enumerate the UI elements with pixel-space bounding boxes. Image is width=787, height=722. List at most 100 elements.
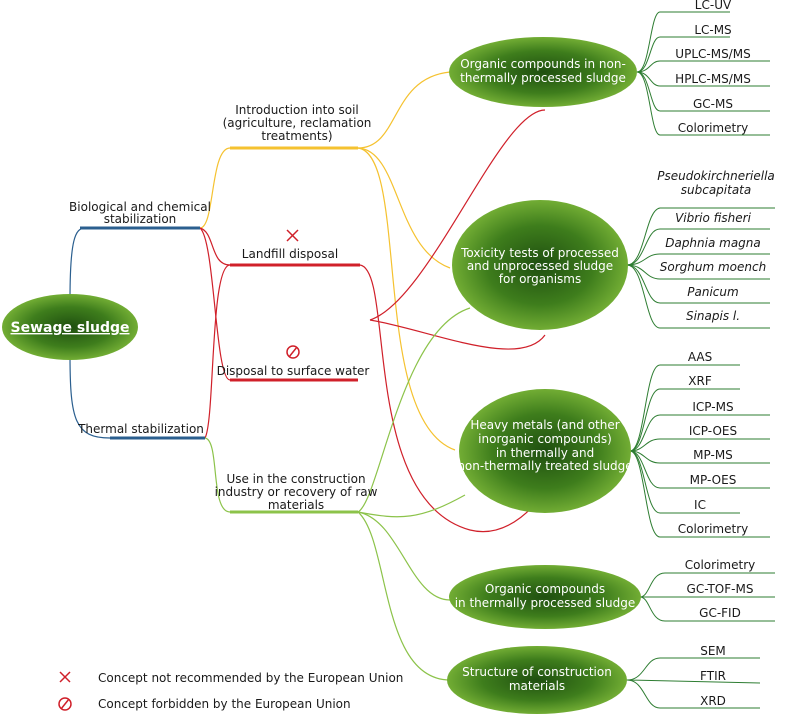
leaf-label: GC-FID: [699, 606, 741, 620]
leaf-line: [626, 228, 770, 266]
leaf-label: Vibrio fisheri: [675, 211, 752, 225]
leaf-label: ICP-MS: [692, 400, 733, 414]
leaf-label: LC-MS: [694, 23, 731, 37]
leaf-line: [629, 450, 770, 489]
organic-thermal-leaves: Colorimetry GC-TOF-MS GC-FID: [685, 558, 755, 620]
leaf-label: MP-MS: [693, 448, 733, 462]
node-label-line: in thermally processed sludge: [455, 596, 636, 610]
root-node: Sewage sludge: [2, 294, 138, 360]
legend-forbidden-icon: [58, 697, 72, 711]
leaf-label: FTIR: [700, 669, 726, 683]
root-to-thermal-connector: [69, 354, 111, 439]
node-ellipse: [447, 646, 627, 714]
leaf-label: Pseudokirchneriella: [657, 169, 775, 183]
leaf-line: [626, 657, 760, 681]
node-label-line: and unprocessed sludge: [467, 259, 613, 273]
heavy-metals-leaves: AAS XRF ICP-MS ICP-OES MP-MS MP-OES IC C…: [678, 350, 748, 536]
branch-underlines: [80, 146, 360, 514]
leaf-line: [626, 264, 770, 329]
leaf-label: XRD: [700, 694, 726, 708]
thermal-label: Thermal stabilization: [77, 422, 204, 436]
leaf-label: XRF: [688, 374, 712, 388]
leaf-line: [636, 11, 730, 73]
leaf-label: LC-UV: [695, 0, 732, 12]
toxicity-leaves: Pseudokirchneriella subcapitata Vibrio f…: [657, 169, 775, 323]
leaf-line: [626, 264, 770, 304]
biological-label: Biological and chemical: [69, 200, 211, 214]
leaf-line: [639, 572, 775, 598]
leaf-line: [629, 414, 770, 452]
organic-thermal-node: Organic compounds in thermally processed…: [449, 565, 641, 629]
node-label-line: inorganic compounds): [478, 432, 612, 446]
bio-to-landfill-connector: [199, 227, 231, 266]
leaf-label: GC-TOF-MS: [687, 582, 754, 596]
node-label-line: non-thermally treated sludge: [457, 459, 632, 473]
node-label-line: Organic compounds: [485, 582, 605, 596]
leaf-label: MP-OES: [690, 473, 737, 487]
construction-label-line3: materials: [268, 498, 324, 512]
root-to-biological-connector: [69, 227, 86, 301]
soil-label-line3: treatments): [261, 129, 332, 143]
leaf-line: [629, 364, 740, 452]
leaf-label: Colorimetry: [678, 121, 748, 135]
node-ellipse: [459, 389, 631, 513]
node-label-line: Structure of construction: [462, 665, 612, 679]
leaf-label: IC: [694, 498, 706, 512]
legend-not-recommended-icon: [59, 671, 71, 683]
leaf-line: [626, 679, 760, 709]
leaf-label: subcapitata: [681, 183, 752, 197]
leaf-label: Colorimetry: [678, 522, 748, 536]
landfill-to-toxicity-connector: [369, 319, 546, 350]
construction-label-line1: Use in the construction: [226, 472, 365, 486]
leaf-label: SEM: [700, 644, 726, 658]
landfill-to-heavy-connector: [359, 264, 546, 533]
construction-to-toxicity-connector: [357, 307, 471, 513]
legend: Concept not recommended by the European …: [58, 671, 403, 711]
leaf-line: [629, 450, 770, 538]
construction-label-line2: industry or recovery of raw: [215, 485, 378, 499]
structure-node: Structure of construction materials: [447, 646, 627, 714]
root-label: Sewage sludge: [11, 320, 130, 336]
leaf-line: [636, 71, 770, 136]
soil-to-heavy-connector: [357, 147, 456, 451]
node-label-line: materials: [509, 679, 565, 693]
node-label-line: thermally processed sludge: [460, 71, 626, 85]
node-label-line: in thermally and: [496, 446, 594, 460]
landfill-label: Landfill disposal: [242, 247, 338, 261]
leaf-label: Sinapis l.: [686, 309, 740, 323]
soil-label-line1: Introduction into soil: [235, 103, 359, 117]
leaf-line: [626, 253, 770, 266]
leaf-line: [626, 264, 770, 280]
not-recommended-icon: [286, 229, 299, 242]
surface-label: Disposal to surface water: [217, 364, 370, 378]
thermal-to-landfill-connector: [204, 264, 231, 439]
leaf-line: [636, 36, 730, 73]
leaf-label: GC-MS: [693, 97, 733, 111]
structure-leaves: SEM FTIR XRD: [700, 644, 726, 708]
organic-non-leaves: LC-UV LC-MS UPLC-MS/MS HPLC-MS/MS GC-MS …: [675, 0, 751, 135]
leaf-line: [629, 450, 770, 464]
node-label-line: for organisms: [499, 272, 581, 286]
heavy-metals-node: Heavy metals (and other inorganic compou…: [457, 389, 633, 513]
landfill-to-organic-non-connector: [369, 109, 546, 321]
connectors: [69, 71, 546, 681]
leaf-line: [626, 207, 775, 266]
biological-label-line2: stabilization: [104, 212, 177, 226]
node-label-line: Heavy metals (and other: [470, 418, 619, 432]
node-ellipse: [452, 200, 628, 330]
leaf-line: [636, 60, 770, 73]
thermal-to-construction-connector: [204, 437, 231, 513]
leaf-label: AAS: [688, 350, 712, 364]
soil-to-organic-non-connector: [357, 71, 451, 149]
node-ellipse: [449, 37, 637, 107]
leaf-label: ICP-OES: [689, 424, 737, 438]
leaf-line: [629, 388, 740, 452]
leaf-label: Panicum: [687, 285, 738, 299]
leaf-line: [639, 596, 775, 622]
toxicity-node: Toxicity tests of processed and unproces…: [452, 200, 628, 330]
soil-to-toxicity-connector: [357, 147, 451, 269]
organic-non-thermal-node: Organic compounds in non- thermally proc…: [449, 37, 637, 107]
construction-to-structure-connector: [357, 511, 451, 681]
leaf-lines: [626, 11, 775, 709]
